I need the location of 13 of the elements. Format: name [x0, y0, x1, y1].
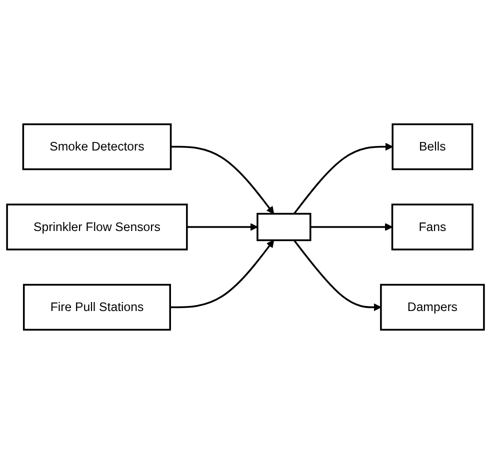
arrow: [186, 223, 258, 231]
arrow: [170, 240, 274, 308]
arrow: [170, 146, 274, 214]
node-box: Bells: [392, 123, 474, 170]
node-box: Dampers: [380, 284, 485, 331]
node-box: Fans: [391, 204, 474, 250]
arrow: [293, 240, 382, 312]
arrow: [310, 223, 393, 231]
node-box: Smoke Detectors: [22, 123, 172, 170]
node-box: Sprinkler Flow Sensors: [6, 204, 188, 250]
arrow: [293, 142, 393, 214]
node-box: [256, 212, 312, 242]
node-box: Fire Pull Stations: [22, 284, 171, 331]
